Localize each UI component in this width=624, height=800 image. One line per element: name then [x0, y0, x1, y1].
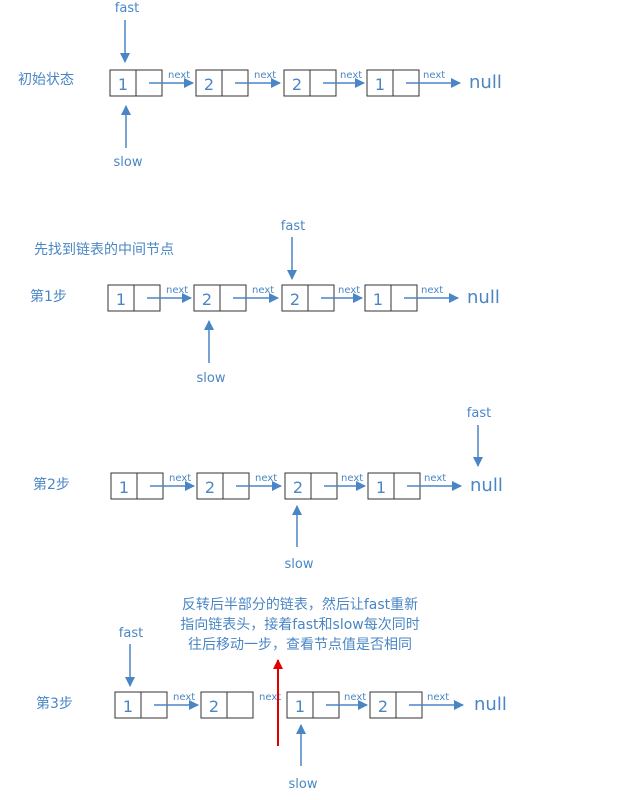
fast-pointer-label: fast: [281, 219, 305, 234]
node-value: 2: [378, 697, 388, 716]
node-value: 1: [295, 697, 305, 716]
node-value: 1: [376, 478, 386, 497]
null-terminator: null: [467, 287, 500, 308]
step-title: 第1步: [30, 288, 67, 305]
next-label: next: [166, 285, 188, 296]
slow-pointer-label: slow: [289, 777, 318, 792]
step-row-1: 第1步 1 next 2 next 2 next 1 next null: [30, 219, 500, 386]
next-label: next: [252, 285, 274, 296]
next-label: next: [259, 692, 281, 703]
step-row-3: 第3步 1 next 2 next 1 next 2 next null: [36, 626, 507, 792]
null-terminator: null: [470, 475, 503, 496]
node-value: 2: [290, 290, 300, 309]
next-label: next: [255, 473, 277, 484]
slow-pointer-label: slow: [114, 155, 143, 170]
node-value: 2: [202, 290, 212, 309]
node-value: 2: [205, 478, 215, 497]
fast-pointer-label: fast: [119, 626, 143, 641]
node-value: 2: [292, 75, 302, 94]
slow-pointer-label: slow: [285, 557, 314, 572]
next-label: next: [168, 70, 190, 81]
next-label: next: [344, 692, 366, 703]
step-row-2: 第2步 1 next 2 next 2 next 1 next null: [33, 406, 503, 572]
node-value: 1: [123, 697, 133, 716]
next-label: next: [340, 70, 362, 81]
node-value: 2: [293, 478, 303, 497]
find-middle-note: 先找到链表的中间节点: [34, 242, 174, 258]
step-title: 初始状态: [18, 71, 74, 88]
next-label: next: [254, 70, 276, 81]
node-value: 1: [118, 75, 128, 94]
next-label: next: [423, 70, 445, 81]
null-terminator: null: [474, 694, 507, 715]
slow-pointer-label: slow: [197, 371, 226, 386]
reverse-note: 反转后半部分的链表，然后让fast重新 指向链表头，接着fast和slow每次同…: [180, 596, 420, 653]
next-label: next: [169, 473, 191, 484]
null-terminator: null: [469, 72, 502, 93]
reverse-note-line: 反转后半部分的链表，然后让fast重新: [182, 596, 418, 613]
node-value: 1: [119, 478, 129, 497]
fast-pointer-label: fast: [467, 406, 491, 421]
step-row-initial: 初始状态 1 next 2 next 2 next 1 next nul: [18, 1, 502, 170]
next-label: next: [424, 473, 446, 484]
next-label: next: [338, 285, 360, 296]
reverse-note-line: 往后移动一步，查看节点值是否相同: [188, 637, 412, 653]
next-label: next: [173, 692, 195, 703]
list-node: 2: [200, 691, 254, 719]
reverse-note-line: 指向链表头，接着fast和slow每次同时: [180, 616, 420, 633]
node-value: 2: [209, 697, 219, 716]
next-label: next: [427, 692, 449, 703]
next-label: next: [421, 285, 443, 296]
node-value: 1: [116, 290, 126, 309]
node-value: 1: [373, 290, 383, 309]
fast-pointer-label: fast: [115, 1, 139, 16]
step-title: 第2步: [33, 476, 70, 493]
next-label: next: [341, 473, 363, 484]
node-value: 2: [204, 75, 214, 94]
node-value: 1: [375, 75, 385, 94]
step-title: 第3步: [36, 695, 73, 712]
